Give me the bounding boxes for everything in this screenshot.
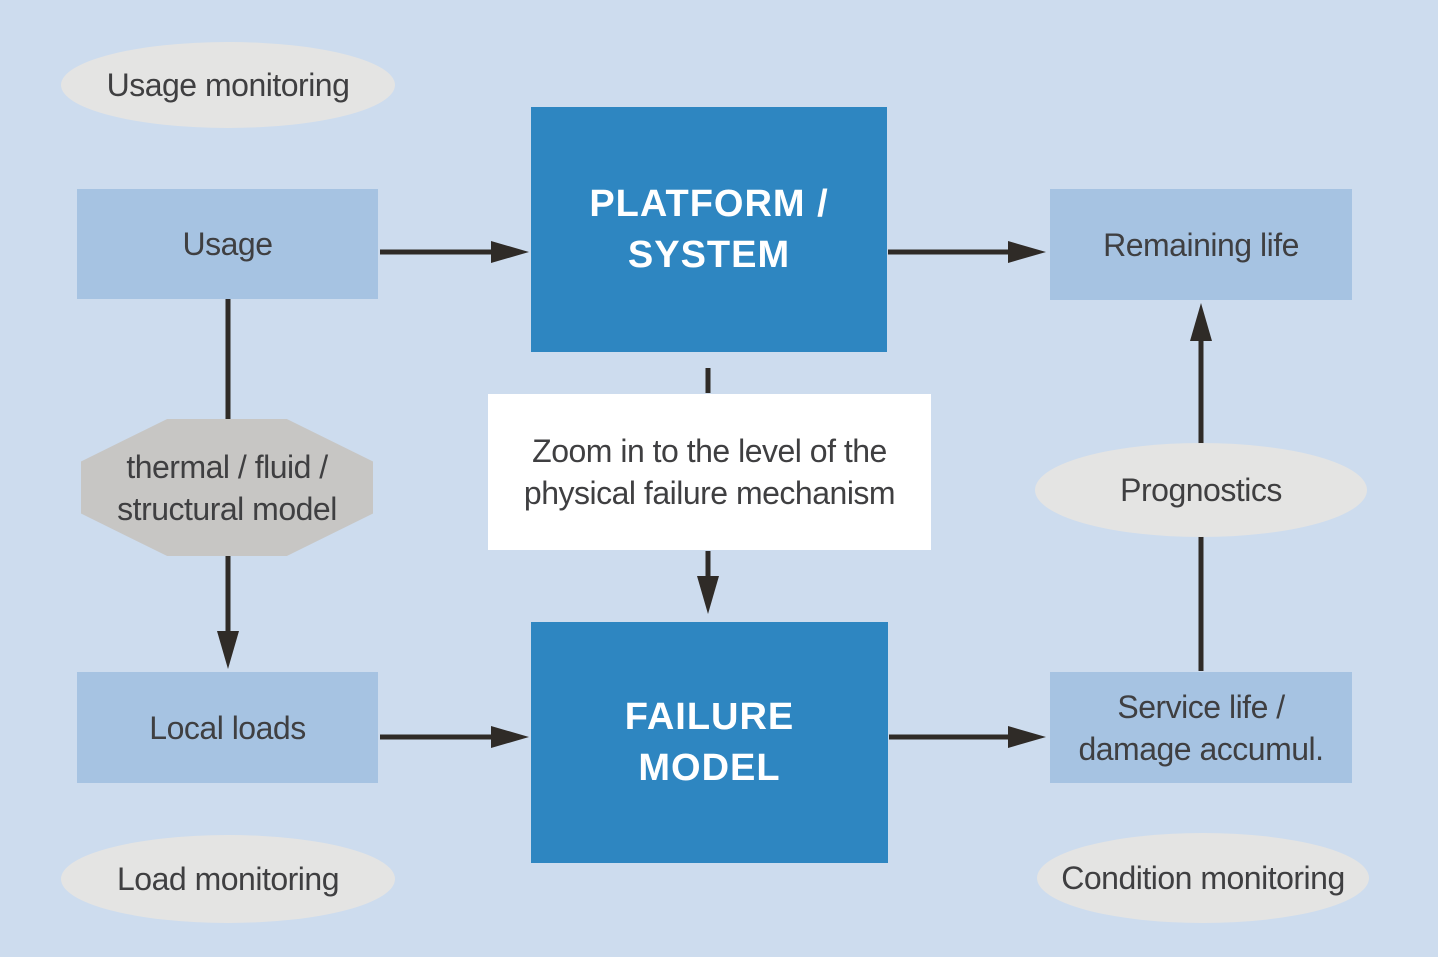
- local-loads-box: Local loads: [77, 672, 378, 783]
- remaining-life-box: Remaining life: [1050, 189, 1352, 300]
- condition-monitoring-ellipse: Condition monitoring: [1037, 833, 1369, 923]
- arrow-zoom-note-to-failure-model: [697, 551, 719, 614]
- zoom-note-label-line2: physical failure mechanism: [523, 475, 896, 511]
- remaining-life-label: Remaining life: [1103, 226, 1299, 263]
- failure-model-label-line1: FAILURE: [624, 695, 795, 738]
- zoom-note-label-line1: Zoom in to the level of the: [532, 433, 887, 469]
- thermal-model-octagon: thermal / fluid / structural model: [81, 419, 373, 556]
- failure-model-label-line2: MODEL: [638, 746, 781, 789]
- platform-system-label-line1: PLATFORM /: [589, 182, 829, 225]
- arrow-thermal-model-to-local-loads: [217, 555, 239, 669]
- failure-model-box: FAILURE MODEL: [531, 622, 888, 863]
- prognostics-ellipse: Prognostics: [1035, 443, 1367, 537]
- arrow-platform-to-remaining-life: [888, 241, 1046, 263]
- zoom-note-box: Zoom in to the level of the physical fai…: [488, 394, 931, 550]
- usage-monitoring-ellipse: Usage monitoring: [61, 42, 395, 128]
- usage-label: Usage: [182, 226, 274, 262]
- arrow-local-loads-to-failure-model: [380, 726, 529, 748]
- load-monitoring-ellipse: Load monitoring: [61, 835, 395, 923]
- arrow-usage-to-platform: [380, 241, 529, 263]
- load-monitoring-label: Load monitoring: [117, 861, 339, 897]
- usage-monitoring-label: Usage monitoring: [106, 67, 350, 103]
- condition-monitoring-label: Condition monitoring: [1061, 860, 1345, 896]
- service-life-label-line2: damage accumul.: [1078, 730, 1324, 767]
- platform-system-box: PLATFORM / SYSTEM: [531, 107, 887, 352]
- service-life-box: Service life / damage accumul.: [1050, 672, 1352, 783]
- thermal-model-label-line1: thermal / fluid /: [126, 448, 328, 485]
- usage-box: Usage: [77, 189, 378, 299]
- service-life-label-line1: Service life /: [1117, 688, 1285, 725]
- prognostics-label: Prognostics: [1120, 472, 1282, 508]
- thermal-model-label-line2: structural model: [117, 490, 337, 527]
- platform-system-label-line2: SYSTEM: [627, 233, 791, 276]
- local-loads-label: Local loads: [149, 709, 306, 746]
- arrow-failure-model-to-service-life: [889, 726, 1046, 748]
